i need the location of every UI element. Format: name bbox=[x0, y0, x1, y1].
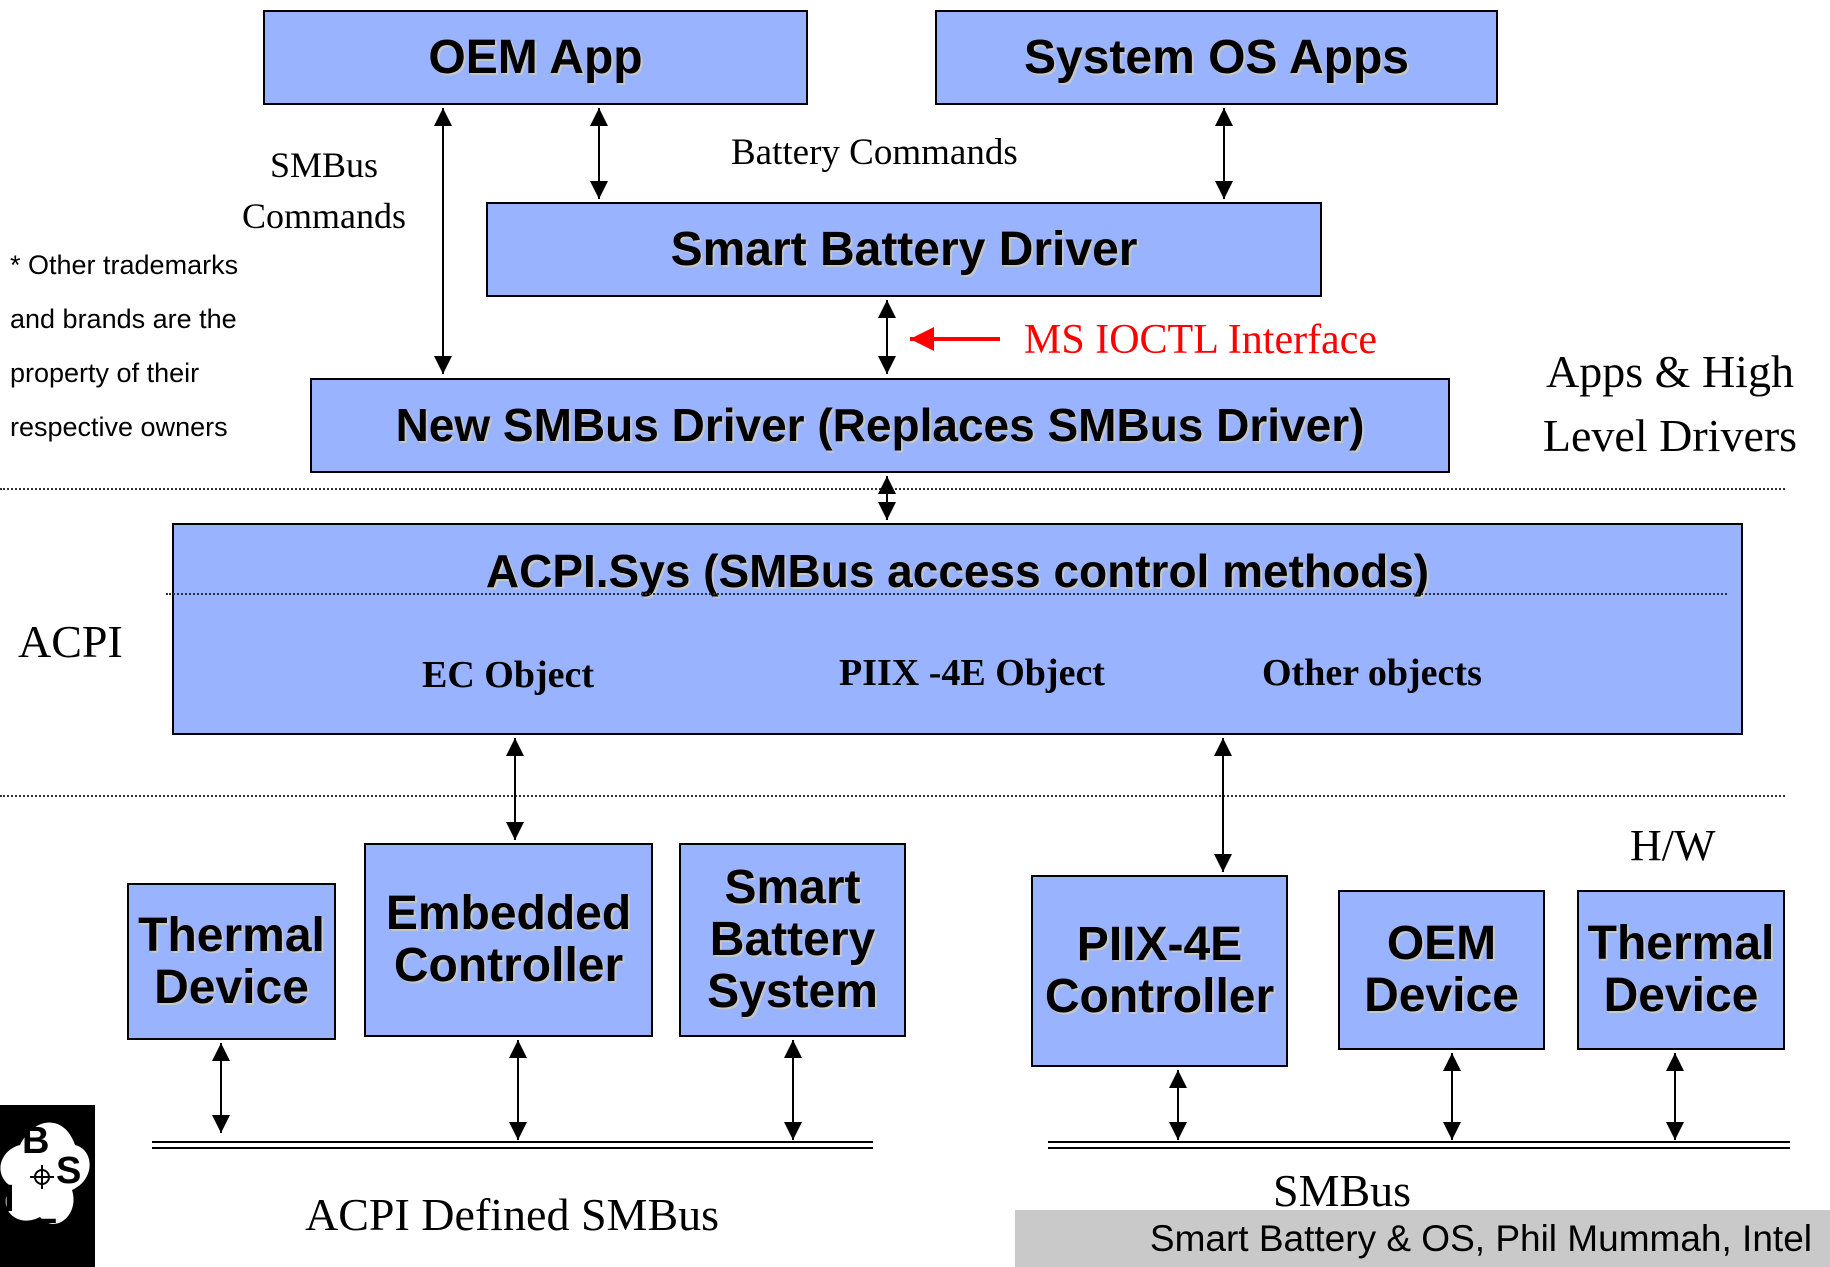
trademark-line4: respective owners bbox=[10, 412, 228, 442]
logo-letter-f: F bbox=[34, 1212, 57, 1254]
apps-high-level-line2: Level Drivers bbox=[1542, 410, 1798, 461]
logo-letter-s: S bbox=[56, 1150, 81, 1192]
smbus-label: SMBus bbox=[1273, 1165, 1412, 1216]
embedded-controller-box: Embedded Controller bbox=[364, 843, 653, 1037]
piix-object-label: PIIX -4E Object bbox=[839, 652, 1105, 694]
battery-commands-label: Battery Commands bbox=[731, 132, 1018, 173]
new-smbus-driver-label: New SMBus Driver (Replaces SMBus Driver) bbox=[395, 398, 1365, 451]
trademark-note: * Other trademarks and brands are the pr… bbox=[10, 238, 238, 454]
acpi-layer-label: ACPI bbox=[18, 616, 123, 667]
acpi-sys-title: ACPI.Sys (SMBus access control methods) bbox=[485, 545, 1430, 597]
piix-controller-line1: PIIX-4E bbox=[1076, 918, 1243, 972]
other-objects-label: Other objects bbox=[1262, 652, 1482, 694]
embedded-controller-line1: Embedded bbox=[385, 887, 632, 941]
thermal-device-left-box: Thermal Device bbox=[127, 883, 336, 1040]
hw-layer-label: H/W bbox=[1630, 821, 1716, 870]
oem-device-line2: Device bbox=[1364, 969, 1519, 1022]
oem-device-box: OEM Device bbox=[1338, 890, 1545, 1050]
footer-caption: Smart Battery & OS, Phil Mummah, Intel bbox=[1015, 1210, 1830, 1267]
separator-acpi-hw bbox=[0, 795, 1785, 797]
apps-high-level-line1: Apps & High bbox=[1546, 346, 1794, 397]
embedded-controller-line2: Controller bbox=[393, 939, 624, 992]
trademark-line3: property of their bbox=[10, 358, 200, 388]
smart-battery-system-box: Smart Battery System bbox=[679, 843, 906, 1037]
thermal-device-right-box: Thermal Device bbox=[1577, 890, 1785, 1050]
piix-controller-line2: Controller bbox=[1044, 970, 1275, 1023]
thermal-device-left-line2: Device bbox=[154, 960, 309, 1014]
thermal-device-left-line1: Thermal bbox=[138, 908, 325, 962]
ms-ioctl-label: MS IOCTL Interface bbox=[1024, 317, 1377, 363]
trademark-line1: * Other trademarks bbox=[10, 250, 239, 280]
trademark-line2: and brands are the bbox=[10, 304, 237, 334]
smart-battery-driver-label: Smart Battery Driver bbox=[670, 222, 1138, 276]
logo-letter-b: B bbox=[22, 1120, 49, 1162]
apps-high-level-label: Apps & High Level Drivers bbox=[1510, 340, 1830, 468]
oem-device-line1: OEM bbox=[1386, 917, 1497, 971]
smart-battery-driver-box: Smart Battery Driver bbox=[486, 202, 1322, 297]
piix-controller-box: PIIX-4E Controller bbox=[1031, 875, 1288, 1067]
oem-app-label: OEM App bbox=[428, 30, 643, 84]
acpi-inner-divider bbox=[166, 593, 1727, 595]
acpi-defined-smbus-label: ACPI Defined SMBus bbox=[305, 1189, 720, 1240]
system-os-apps-box: System OS Apps bbox=[935, 10, 1498, 105]
thermal-device-right-line2: Device bbox=[1603, 969, 1759, 1022]
system-os-apps-label: System OS Apps bbox=[1023, 30, 1409, 84]
bsif-logo: B S I F bbox=[0, 1105, 95, 1267]
oem-app-box: OEM App bbox=[263, 10, 808, 105]
smbus-commands-label: SMBus Commands bbox=[224, 140, 424, 242]
smart-battery-system-line1: Smart bbox=[724, 861, 861, 915]
smart-battery-system-line3: System bbox=[707, 964, 878, 1018]
footer-text: Smart Battery & OS, Phil Mummah, Intel bbox=[1149, 1217, 1812, 1259]
acpi-sys-box: ACPI.Sys (SMBus access control methods) … bbox=[166, 523, 1743, 735]
thermal-device-right-line1: Thermal bbox=[1587, 917, 1775, 971]
new-smbus-driver-box: New SMBus Driver (Replaces SMBus Driver) bbox=[310, 378, 1450, 473]
logo-letter-i: I bbox=[4, 1178, 15, 1220]
smbus-commands-line1: SMBus bbox=[269, 145, 379, 185]
smbus-commands-line2: Commands bbox=[241, 196, 406, 236]
ec-object-label: EC Object bbox=[422, 654, 595, 696]
smart-battery-system-line2: Battery bbox=[709, 913, 876, 967]
bsif-logo-graphic: B S I F bbox=[0, 1120, 90, 1254]
